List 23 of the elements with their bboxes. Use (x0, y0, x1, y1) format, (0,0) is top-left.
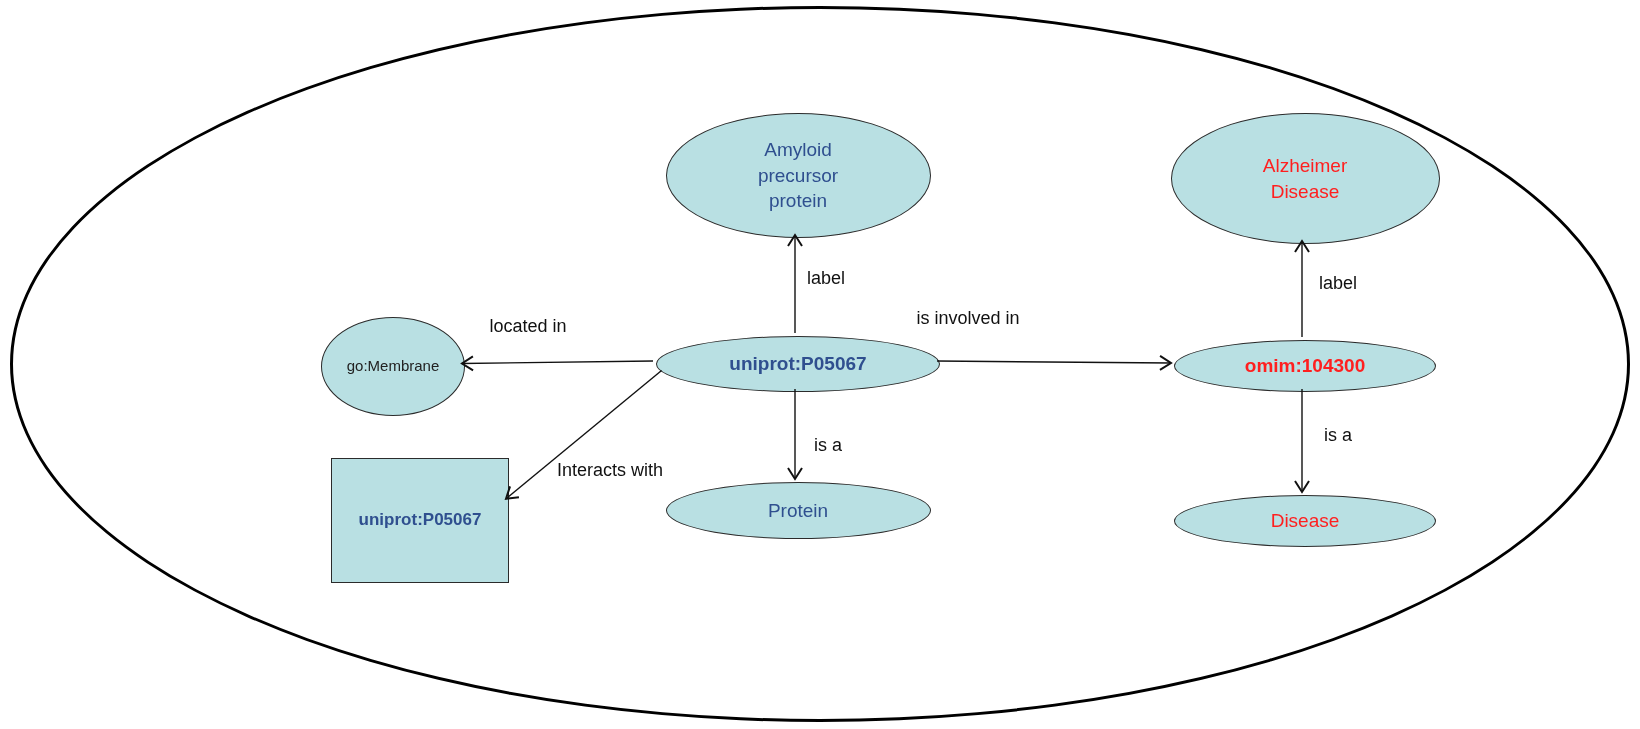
node-label: omim:104300 (1244, 354, 1366, 379)
node-label: Amyloid precursor protein (756, 138, 840, 214)
edge-label: label (1319, 272, 1357, 294)
arrow (1294, 388, 1310, 493)
arrow (1294, 240, 1310, 338)
arrow (787, 234, 803, 334)
node-label: Protein (767, 498, 829, 523)
arrow (787, 388, 803, 480)
edge-label: label (807, 267, 845, 289)
node-label: uniprot:P05067 (729, 352, 867, 377)
node-label: go:Membrane (346, 356, 440, 377)
edge-label: Interacts with (557, 459, 663, 481)
edge-label: located in (489, 315, 567, 337)
node-label: uniprot:P05067 (358, 509, 482, 532)
arrow (461, 355, 654, 372)
edge-label: is a (814, 434, 842, 456)
node-label: Disease (1270, 509, 1340, 534)
node-label: Alzheimer Disease (1261, 153, 1349, 204)
edge-label: is a (1324, 424, 1352, 446)
arrow (505, 369, 663, 500)
entity-box (331, 458, 509, 583)
edge-label: is involved in (916, 307, 1020, 329)
arrow (936, 354, 1172, 371)
